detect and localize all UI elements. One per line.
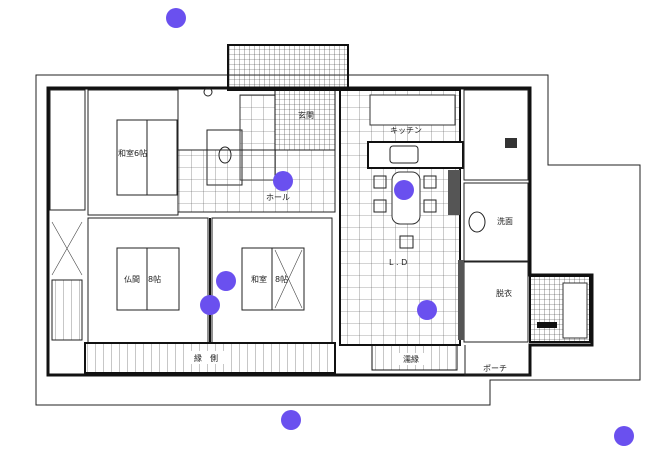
label-washitsu8: 和室 8帖: [251, 274, 288, 284]
room-senmen: [463, 182, 529, 262]
left-closet: [49, 89, 86, 211]
label-kitchen: キッチン: [390, 126, 422, 135]
exterior-wall: [46, 86, 594, 377]
genkan-canopy: [227, 44, 349, 91]
marker-1[interactable]: [166, 8, 186, 28]
marker-2[interactable]: [273, 171, 293, 191]
left-storage: [51, 279, 83, 341]
label-nureen: 濡縁: [403, 354, 419, 364]
marker-3[interactable]: [394, 180, 414, 200]
label-datsui: 脱衣: [496, 288, 512, 298]
label-senmen: 洗面: [497, 216, 513, 226]
room-genkan: [274, 89, 336, 151]
marker-5[interactable]: [200, 295, 220, 315]
label-porch: ポーチ: [483, 364, 507, 373]
site-boundary: [35, 74, 641, 406]
marker-6[interactable]: [417, 300, 437, 320]
label-washitsu6: 和室6帖: [118, 148, 147, 158]
label-genkan: 玄関: [298, 110, 314, 120]
label-engawa: 縁 側: [194, 353, 218, 363]
room-datsui: [463, 261, 529, 343]
marker-4[interactable]: [216, 271, 236, 291]
marker-7[interactable]: [281, 410, 301, 430]
label-butsuma: 仏間 8帖: [124, 274, 161, 284]
marker-8[interactable]: [614, 426, 634, 446]
label-ld: L . D: [389, 258, 407, 267]
room-hall: [177, 149, 336, 213]
label-hall: ホール: [266, 193, 290, 202]
